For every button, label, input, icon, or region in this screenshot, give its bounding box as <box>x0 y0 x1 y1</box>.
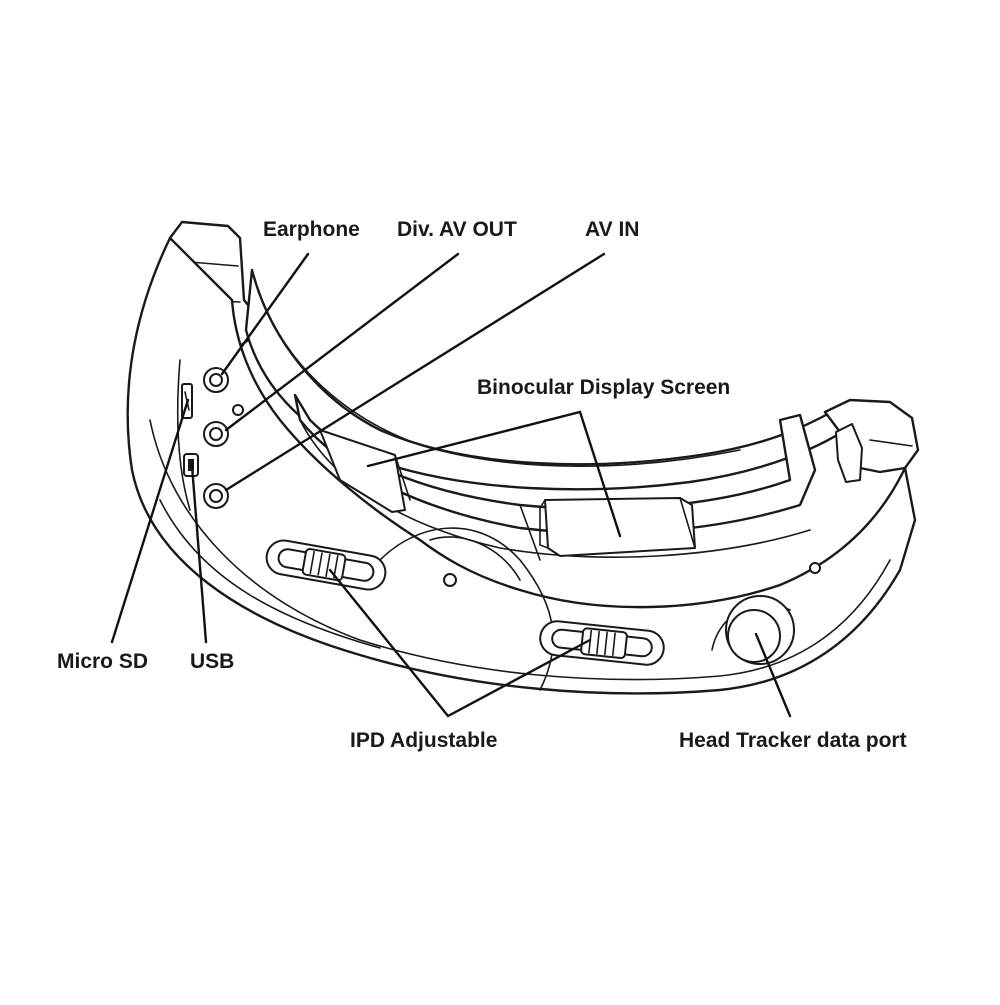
label-binocular-display-screen: Binocular Display Screen <box>477 376 731 399</box>
leader-ipd <box>328 568 592 718</box>
leader-head-tracker <box>754 632 792 718</box>
leader-av-in <box>224 252 606 492</box>
label-usb: USB <box>190 650 235 673</box>
label-head-tracker-data-port: Head Tracker data port <box>679 729 907 752</box>
label-micro-sd: Micro SD <box>57 650 149 673</box>
leader-earphone <box>220 252 310 376</box>
leader-micro-sd <box>110 398 190 644</box>
leader-binocular <box>366 410 622 538</box>
label-av-in: AV IN <box>585 218 640 241</box>
label-ipd-adjustable: IPD Adjustable <box>350 729 498 752</box>
label-div-av-out: Div. AV OUT <box>397 218 517 241</box>
leader-usb <box>190 464 208 644</box>
leader-div-av-out <box>224 252 460 432</box>
goggles-body <box>126 220 920 695</box>
label-earphone: Earphone <box>263 218 360 241</box>
leader-lines <box>110 252 792 718</box>
